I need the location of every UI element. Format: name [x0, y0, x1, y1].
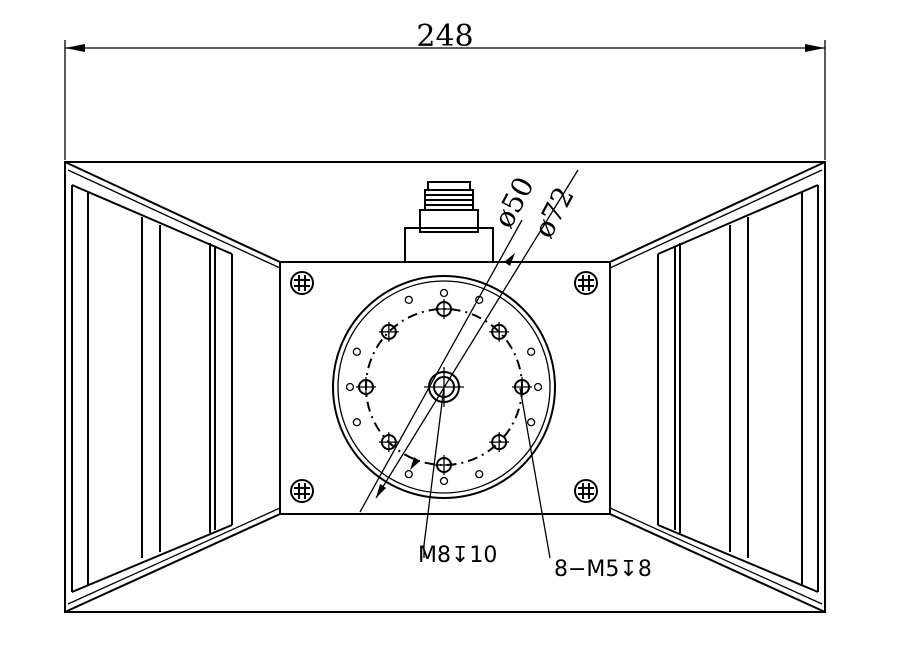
- diameter-dimension-lines: [359, 169, 579, 559]
- bolt-hole: [378, 321, 399, 342]
- bolt-holes-callout: 8−M5↧8: [554, 557, 652, 582]
- bolt-hole: [489, 321, 510, 342]
- pin-hole: [533, 382, 543, 392]
- overall-width-label: 248: [416, 19, 473, 54]
- pin-hole: [404, 295, 413, 304]
- corner-screw-bottom-left: [290, 479, 314, 503]
- pin-hole: [439, 288, 449, 298]
- bolt-hole: [434, 455, 454, 475]
- pin-hole: [439, 476, 449, 486]
- pin-hole: [527, 418, 536, 427]
- bolt-hole: [356, 377, 376, 397]
- corner-screw-top-left: [290, 271, 314, 295]
- corner-screw-bottom-right: [574, 479, 598, 503]
- center-hole-callout: M8↧10: [418, 543, 497, 568]
- mounting-plate: [279, 261, 611, 515]
- connector: [404, 181, 494, 263]
- pin-holes: [345, 288, 543, 486]
- bolt-hole: [378, 432, 399, 453]
- left-side-panel: [64, 161, 281, 613]
- bolt-hole: [489, 432, 510, 453]
- bolt-hole: [434, 299, 454, 319]
- pin-hole: [345, 382, 355, 392]
- bolt-holes: [356, 299, 532, 475]
- pin-hole: [352, 347, 361, 356]
- bolt-hole: [512, 377, 532, 397]
- pin-hole: [352, 418, 361, 427]
- pin-hole: [527, 347, 536, 356]
- corner-screw-top-right: [574, 271, 598, 295]
- outer-frame: [64, 161, 826, 613]
- overall-width-dimension: 248: [64, 19, 826, 160]
- pin-hole: [475, 470, 484, 479]
- pin-hole: [404, 470, 413, 479]
- right-side-panel: [609, 161, 826, 613]
